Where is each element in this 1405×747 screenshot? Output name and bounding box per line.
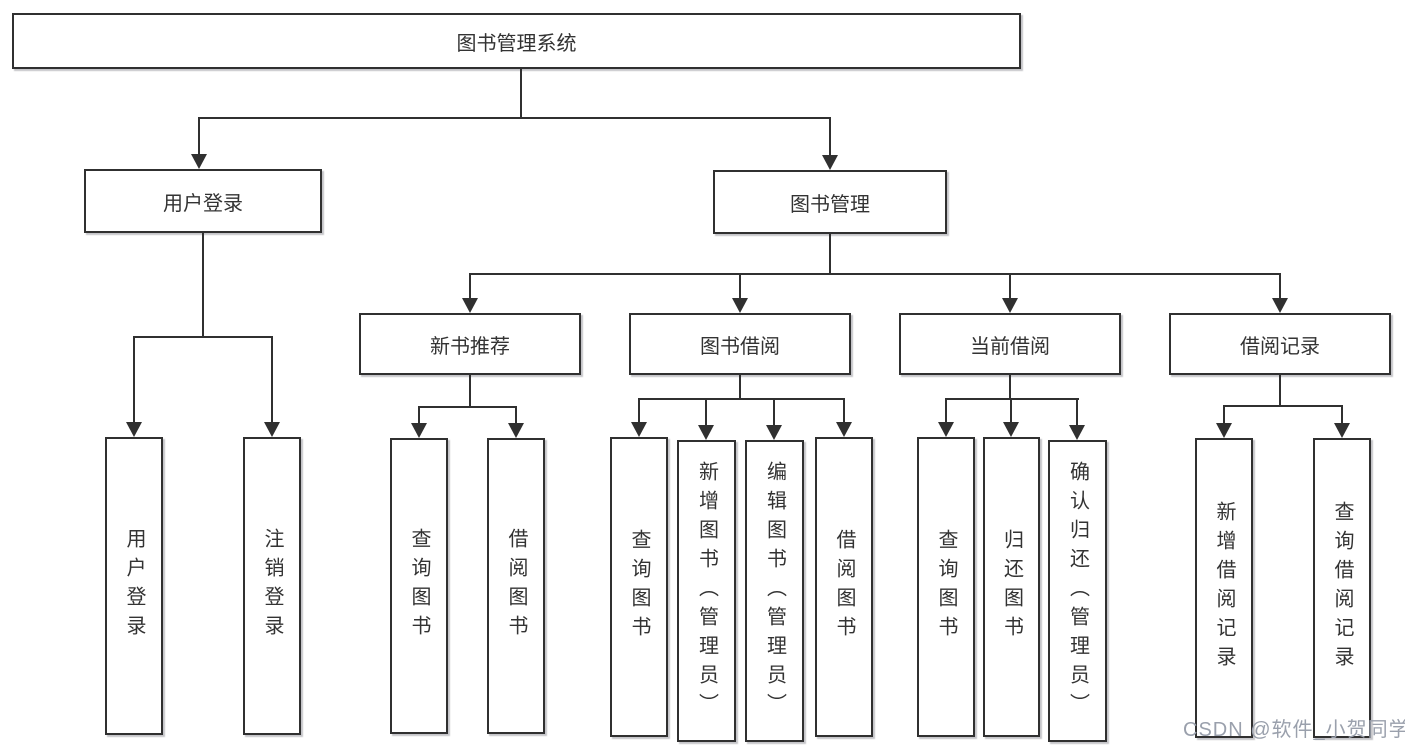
csdn-watermark: CSDN @软件_小贺同学 (1183, 719, 1405, 741)
connector-line (843, 398, 845, 423)
node-borrowing-records: 借阅记录 (1169, 313, 1391, 375)
node-new-book-recommend: 新书推荐 (359, 313, 581, 375)
connector-line (1223, 405, 1343, 407)
connector-line (1279, 375, 1281, 406)
connector-line (829, 117, 831, 155)
connector-line (418, 406, 517, 408)
connector-line (198, 117, 200, 155)
connector-line (1279, 273, 1281, 299)
connector-line (133, 336, 135, 423)
connector-line (773, 398, 775, 426)
arrow-down-icon (631, 422, 647, 437)
arrow-down-icon (822, 155, 838, 170)
connector-line (515, 406, 517, 424)
leaf-logout: 注销登录 (243, 437, 301, 735)
arrow-down-icon (938, 422, 954, 437)
arrow-down-icon (732, 298, 748, 313)
connector-line (469, 375, 471, 407)
arrow-down-icon (1272, 298, 1288, 313)
connector-line (638, 398, 845, 400)
arrow-down-icon (836, 422, 852, 437)
node-book-management: 图书管理 (713, 170, 947, 234)
connector-line (418, 406, 420, 424)
arrow-down-icon (1216, 423, 1232, 438)
arrow-down-icon (191, 154, 207, 169)
arrow-down-icon (1334, 423, 1350, 438)
connector-line (469, 273, 471, 299)
connector-line (638, 398, 640, 423)
connector-line (1223, 405, 1225, 424)
connector-line (945, 398, 947, 423)
arrow-down-icon (508, 423, 524, 438)
leaf-query-books-borrowing: 查询图书 (610, 437, 668, 737)
leaf-borrow-books: 借阅图书 (815, 437, 873, 737)
leaf-user-login: 用户登录 (105, 437, 163, 735)
connector-line (1010, 398, 1012, 423)
arrow-down-icon (1003, 422, 1019, 437)
arrow-down-icon (766, 425, 782, 440)
connector-line (1009, 375, 1011, 399)
node-book-borrowing: 图书借阅 (629, 313, 851, 375)
connector-line (945, 398, 1079, 400)
arrow-down-icon (126, 422, 142, 437)
connector-line (829, 234, 831, 274)
leaf-confirm-return-admin: 确认归还（管理员） (1048, 440, 1107, 742)
leaf-borrow-books-recommend: 借阅图书 (487, 438, 545, 734)
leaf-edit-books-admin: 编辑图书（管理员） (745, 440, 804, 742)
arrow-down-icon (1002, 298, 1018, 313)
connector-line (739, 375, 741, 399)
node-root: 图书管理系统 (12, 13, 1021, 69)
connector-line (520, 69, 522, 118)
leaf-query-books-current: 查询图书 (917, 437, 975, 737)
connector-line (133, 336, 273, 338)
arrow-down-icon (1069, 425, 1085, 440)
arrow-down-icon (264, 422, 280, 437)
leaf-query-borrow-record: 查询借阅记录 (1313, 438, 1371, 738)
connector-line (202, 233, 204, 337)
connector-line (271, 336, 273, 423)
leaf-query-books-recommend: 查询图书 (390, 438, 448, 734)
connector-line (1076, 398, 1078, 426)
connector-line (739, 273, 741, 299)
leaf-add-borrow-record: 新增借阅记录 (1195, 438, 1253, 738)
connector-line (1341, 405, 1343, 424)
connector-line (469, 273, 1281, 275)
arrow-down-icon (411, 423, 427, 438)
node-current-borrowing: 当前借阅 (899, 313, 1121, 375)
leaf-add-books-admin: 新增图书（管理员） (677, 440, 736, 742)
connector-line (1009, 273, 1011, 299)
connector-line (705, 398, 707, 426)
arrow-down-icon (462, 298, 478, 313)
arrow-down-icon (698, 425, 714, 440)
leaf-return-books: 归还图书 (983, 437, 1040, 737)
connector-line (198, 117, 830, 119)
node-user-login: 用户登录 (84, 169, 322, 233)
